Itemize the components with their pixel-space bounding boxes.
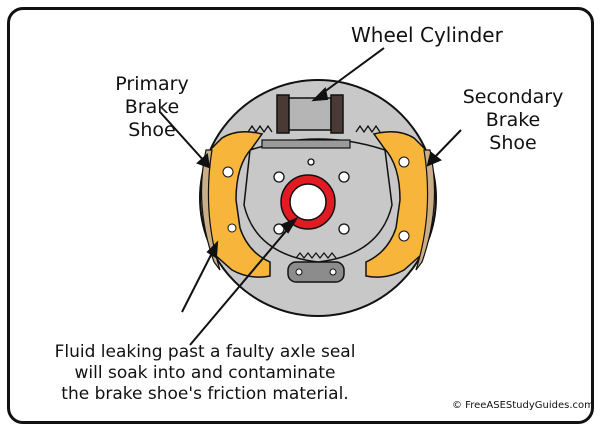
lug-holes [273,158,350,235]
primary-brake-shoe-label: Primary Brake Shoe [96,73,208,143]
arrow-wheel-cylinder [319,47,385,96]
primary-brake-shoe [200,131,271,278]
caption-line: Fluid leaking past a faulty axle seal [54,342,356,362]
pointer-arrows [159,47,462,346]
primary-shoe-lining [200,149,221,271]
arrow-secondary-shoe [431,129,462,161]
caption-line: the brake shoe's friction material. [61,384,349,405]
secondary-label-line: Brake [485,109,541,132]
secondary-shoe-lining [415,149,436,271]
wheel-cylinder [276,94,344,134]
upper-return-springs [247,124,381,134]
star-adjuster [287,252,345,283]
arrow-primary-shoe [159,111,206,163]
axle-seal [280,174,336,230]
primary-label-line: Brake [124,96,180,119]
secondary-brake-shoe [365,131,436,278]
primary-label-line: Primary [115,73,189,95]
wheel-cylinder-label: Wheel Cylinder [351,23,503,47]
copyright-notice: © FreeASEStudyGuides.com [452,400,594,411]
caption-line: will soak into and contaminate [74,363,336,384]
adjuster-strut [261,139,351,149]
arrow-fluid-seal [189,223,293,346]
caption-text: Fluid leaking past a faulty axle seal wi… [40,342,370,405]
arrow-fluid-lining [181,248,215,313]
secondary-label-line: Shoe [489,132,537,155]
primary-label-line: Shoe [128,119,176,142]
secondary-label-line: Secondary [462,86,564,108]
secondary-brake-shoe-label: Secondary Brake Shoe [458,86,568,156]
